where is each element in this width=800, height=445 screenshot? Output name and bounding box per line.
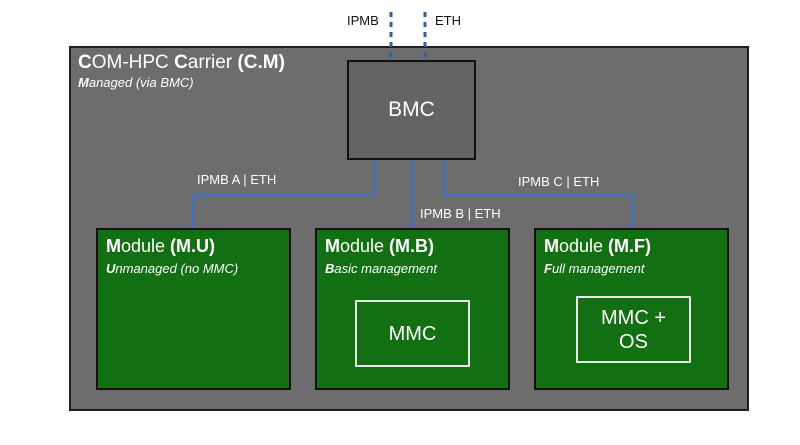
module-basic-title-initial: M xyxy=(325,236,340,256)
module-unmanaged-title-rest: odule xyxy=(121,236,171,256)
module-unmanaged: Module (M.U) Unmanaged (no MMC) xyxy=(96,228,291,390)
bmc-label: BMC xyxy=(388,98,435,121)
module-unmanaged-subtitle: Unmanaged (no MMC) xyxy=(106,261,238,277)
bmc-box: BMC xyxy=(347,60,476,160)
module-full-title: Module (M.F) xyxy=(544,236,651,257)
module-full: Module (M.F) Full management MMC + OS xyxy=(534,228,729,390)
module-unmanaged-code: (M.U) xyxy=(170,236,216,256)
carrier-title: COM-HPC Carrier (C.M) xyxy=(78,52,285,74)
carrier-title-carrier-initial: C xyxy=(174,52,188,73)
carrier-subtitle: Managed (via BMC) xyxy=(78,75,194,91)
external-eth-label: ETH xyxy=(435,13,461,28)
carrier-title-initial: C xyxy=(78,52,92,73)
module-unmanaged-title-initial: M xyxy=(106,236,121,256)
module-basic: Module (M.B) Basic management MMC xyxy=(315,228,510,390)
module-basic-subtitle-rest: asic management xyxy=(334,261,438,276)
module-unmanaged-subtitle-initial: U xyxy=(106,261,116,276)
module-basic-subtitle-initial: B xyxy=(325,261,335,276)
link-a-label: IPMB A | ETH xyxy=(197,172,277,187)
module-full-title-rest: odule xyxy=(559,236,609,256)
module-basic-mmc-box: MMC xyxy=(355,300,470,367)
link-c-line xyxy=(442,160,634,228)
module-basic-title-rest: odule xyxy=(340,236,390,256)
module-full-mmc-os-box: MMC + OS xyxy=(576,296,691,363)
link-a-line xyxy=(191,160,377,228)
module-full-code: (M.F) xyxy=(608,236,652,256)
module-full-os-line: OS xyxy=(619,330,648,353)
module-full-subtitle: Full management xyxy=(544,261,644,277)
module-full-mmc-line: MMC + xyxy=(601,306,666,329)
module-basic-subtitle: Basic management xyxy=(325,261,437,277)
module-unmanaged-title: Module (M.U) xyxy=(106,236,215,257)
link-b-label: IPMB B | ETH xyxy=(420,206,501,221)
module-full-subtitle-rest: ull management xyxy=(551,261,645,276)
link-c-label: IPMB C | ETH xyxy=(518,174,600,189)
carrier-title-rest: OM-HPC xyxy=(91,52,175,73)
module-basic-title: Module (M.B) xyxy=(325,236,434,257)
module-full-subtitle-initial: F xyxy=(544,261,552,276)
external-ipmb-label: IPMB xyxy=(347,13,379,28)
carrier-subtitle-rest: anaged (via BMC) xyxy=(88,75,194,90)
module-basic-mmc-label: MMC xyxy=(388,322,437,345)
carrier-subtitle-initial: M xyxy=(78,75,89,90)
carrier-title-carrier-rest: arrier xyxy=(187,52,238,73)
module-unmanaged-subtitle-rest: nmanaged (no MMC) xyxy=(115,261,239,276)
module-basic-code: (M.B) xyxy=(389,236,435,256)
module-full-title-initial: M xyxy=(544,236,559,256)
carrier-title-code: (C.M) xyxy=(237,52,285,73)
